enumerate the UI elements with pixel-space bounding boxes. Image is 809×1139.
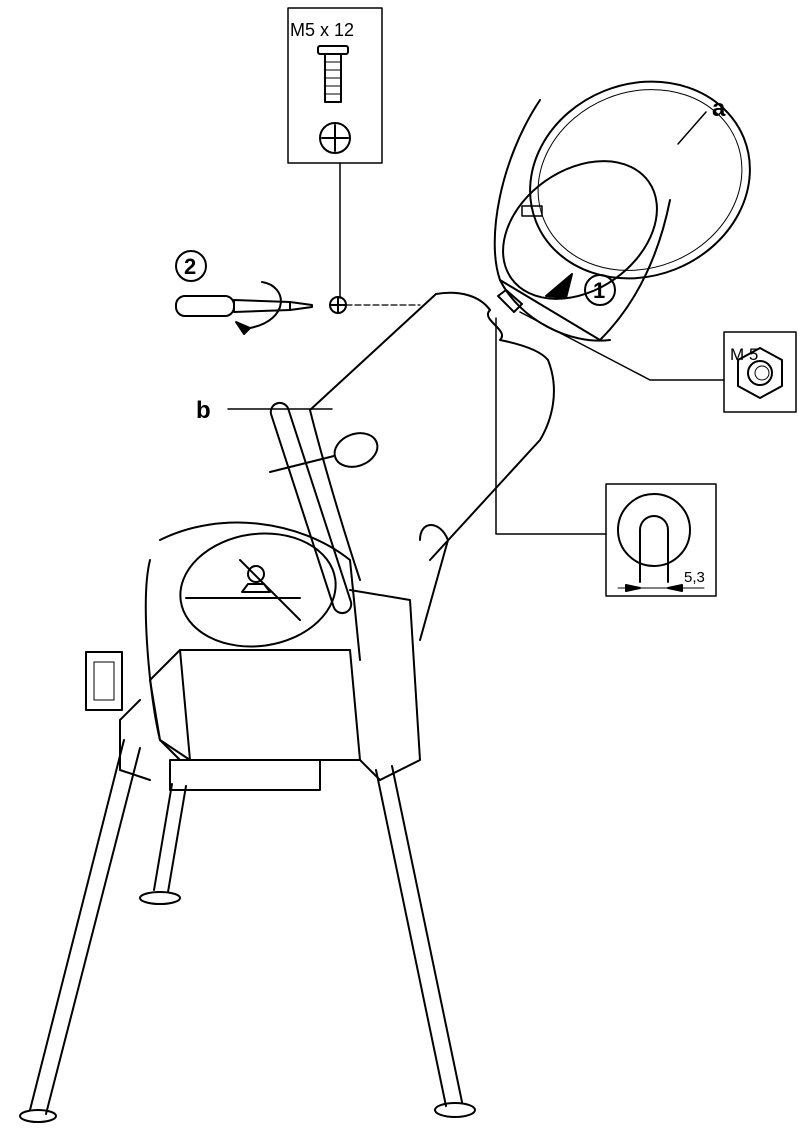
hole-dimension-label: 5,3 <box>684 569 705 586</box>
stand-legs <box>19 739 476 1123</box>
nut-spec-box <box>519 311 797 413</box>
base-housing <box>85 521 421 791</box>
cylinder-part-a <box>493 80 751 342</box>
phillips-screw-icon <box>317 45 351 154</box>
hole-dimension-box <box>495 317 717 597</box>
rotation-arrow-icon <box>235 281 282 335</box>
step-1-number: 1 <box>593 278 605 303</box>
hex-nut-icon <box>737 347 783 399</box>
nut-spec-label: M 5 <box>730 345 758 364</box>
step-2-marker <box>175 250 207 282</box>
step-2-number: 2 <box>184 254 196 279</box>
screwdriver-icon <box>175 295 421 317</box>
step-1-marker <box>545 273 616 306</box>
part-a-label: a <box>712 95 726 122</box>
screw-spec-box <box>287 7 383 299</box>
chute-tube-part-b <box>227 291 555 641</box>
part-b-label: b <box>196 397 211 424</box>
screw-spec-label: M5 x 12 <box>290 20 354 40</box>
